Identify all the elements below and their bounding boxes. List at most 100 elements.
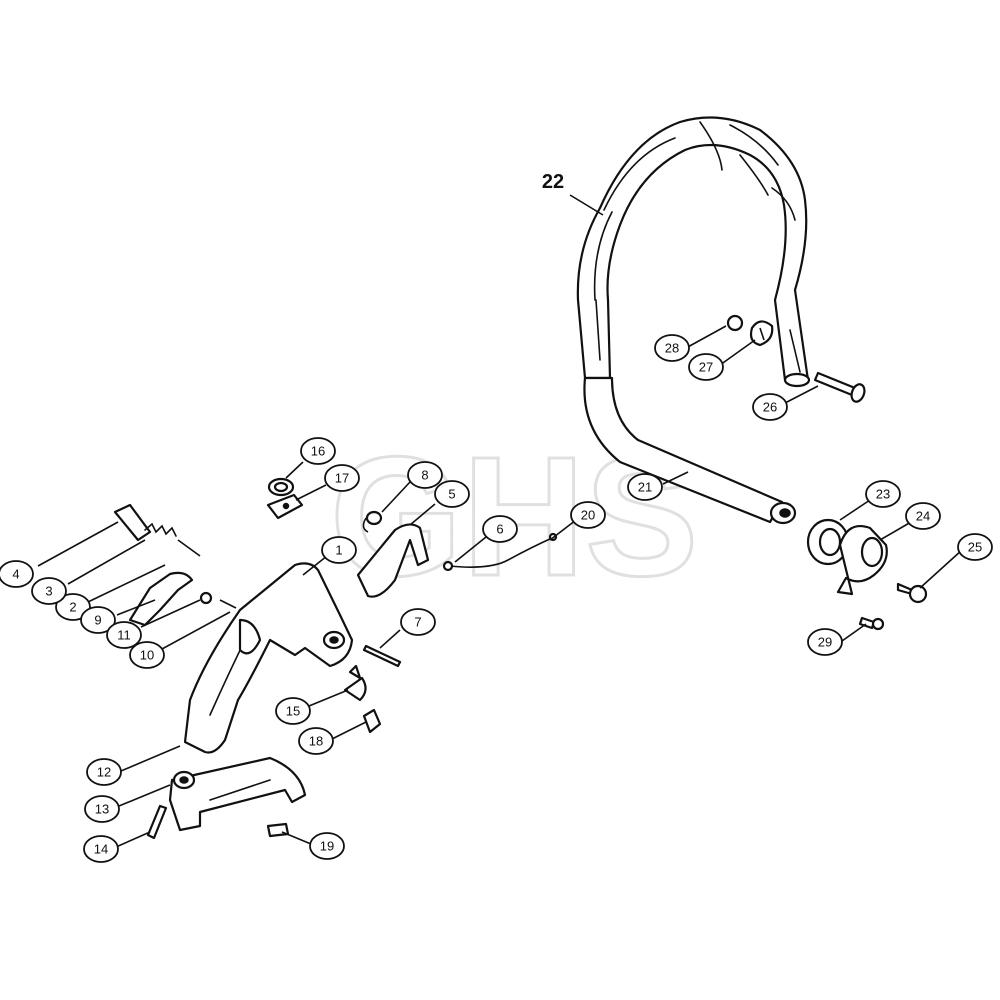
callout-12: 12	[86, 758, 122, 786]
callout-circle	[627, 473, 663, 501]
callout-circle	[106, 621, 142, 649]
callout-28: 28	[654, 334, 690, 362]
callout-label: 26	[763, 400, 777, 415]
o-ring-part	[199, 591, 237, 609]
callout-label: 2	[69, 600, 76, 615]
callout-label: 24	[916, 509, 930, 524]
callout-circle	[80, 606, 116, 634]
callout-circle	[807, 628, 843, 656]
callout-label: 7	[414, 615, 421, 630]
callout-label: 14	[94, 842, 108, 857]
callout-label: 15	[286, 704, 300, 719]
lower-bar-part	[583, 376, 797, 525]
callout-label: 13	[95, 802, 109, 817]
callout-label: 10	[140, 648, 154, 663]
callout-29: 29	[807, 628, 843, 656]
callout-circle	[321, 536, 357, 564]
callout-circle	[400, 608, 436, 636]
callout-label: 8	[421, 468, 428, 483]
callout-circle	[83, 835, 119, 863]
callout-label: 11	[117, 628, 131, 643]
callout-19: 19	[309, 832, 345, 860]
callout-15: 15	[275, 697, 311, 725]
callout-circle	[31, 577, 67, 605]
callout-label: 21	[638, 480, 652, 495]
callout-label: 12	[97, 765, 111, 780]
callout-17: 17	[324, 464, 360, 492]
callout-11: 11	[106, 621, 142, 649]
callout-label: 28	[665, 341, 679, 356]
callout-label: 27	[699, 360, 713, 375]
callout-21: 21	[627, 473, 663, 501]
lower-bracket-part	[168, 756, 307, 832]
callout-circle	[905, 502, 941, 530]
callout-circle	[434, 480, 470, 508]
callout-label: 1	[335, 543, 342, 558]
callout-label: 23	[876, 487, 890, 502]
callout-label: 4	[12, 567, 19, 582]
callout-label: 6	[496, 522, 503, 537]
nut-part	[726, 314, 744, 332]
spring-part	[144, 522, 201, 557]
callout-label: 19	[320, 839, 334, 854]
callout-1: 1	[321, 536, 357, 564]
callout-circle	[275, 697, 311, 725]
callout-circle	[55, 593, 91, 621]
callout-circle	[0, 560, 34, 588]
screw-14-part	[146, 804, 168, 840]
clamp-part	[836, 524, 888, 596]
callout-label: 20	[581, 508, 595, 523]
sleeve-part	[113, 503, 152, 542]
callout-circle	[84, 795, 120, 823]
cap-part	[749, 320, 774, 347]
callout-label: 9	[94, 613, 101, 628]
callout-circle	[570, 501, 606, 529]
callout-label: 5	[448, 487, 455, 502]
callout-circle	[129, 641, 165, 669]
pin-part	[362, 644, 402, 668]
callout-5: 5	[434, 480, 470, 508]
callout-10: 10	[129, 641, 165, 669]
trigger-part	[128, 571, 194, 627]
callout-20: 20	[570, 501, 606, 529]
callout-8: 8	[407, 461, 443, 489]
bracket-plate-part	[266, 493, 304, 520]
callout-25: 25	[957, 533, 993, 561]
callout-16: 16	[300, 437, 336, 465]
bushing-part	[267, 477, 295, 497]
callout-circle	[309, 832, 345, 860]
handlebar-part	[576, 116, 811, 388]
spring-clip-part	[362, 510, 383, 533]
cable-part	[442, 532, 558, 572]
callout-circle	[86, 758, 122, 786]
callout-circle	[300, 437, 336, 465]
callout-label: 17	[335, 471, 349, 486]
callout-circle	[654, 334, 690, 362]
callout-13: 13	[84, 795, 120, 823]
bushing-18-part	[362, 708, 382, 734]
callout-circle	[298, 727, 334, 755]
callout-14: 14	[83, 835, 119, 863]
part-label-22: 22	[542, 171, 564, 193]
callout-26: 26	[752, 393, 788, 421]
long-bolt-part	[813, 371, 866, 403]
callout-label: 25	[968, 540, 982, 555]
callout-label: 18	[309, 734, 323, 749]
pivot-screw-part	[343, 664, 367, 702]
rear-handle-part	[183, 562, 354, 754]
callout-label: 16	[311, 444, 325, 459]
callout-circle	[865, 480, 901, 508]
screw-29-part	[858, 616, 885, 631]
bolt-19-part	[266, 822, 290, 838]
screw-25-part	[896, 582, 928, 604]
callout-circle	[324, 464, 360, 492]
callout-2: 2	[55, 593, 91, 621]
leader-lines	[37, 194, 963, 848]
callout-circle	[407, 461, 443, 489]
callout-9: 9	[80, 606, 116, 634]
callout-7: 7	[400, 608, 436, 636]
callout-18: 18	[298, 727, 334, 755]
callout-circle	[957, 533, 993, 561]
callout-6: 6	[482, 515, 518, 543]
